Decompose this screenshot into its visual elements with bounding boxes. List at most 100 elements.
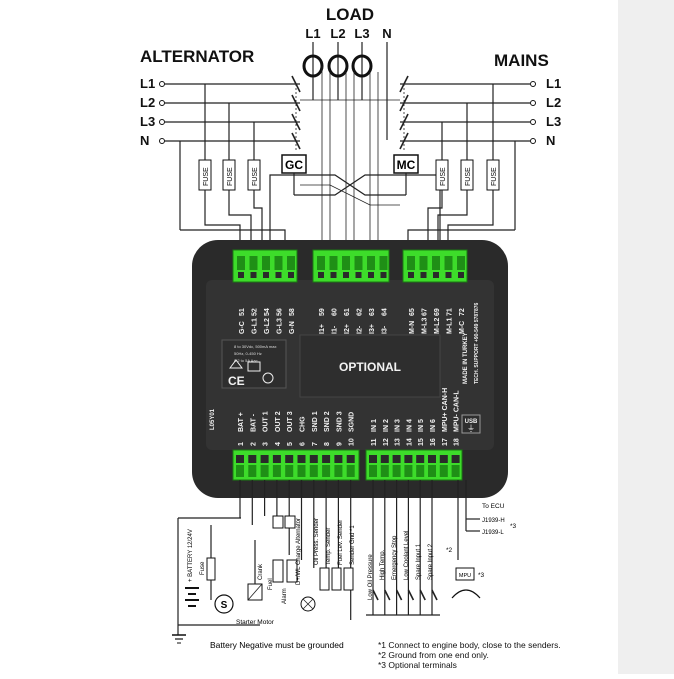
terminal-slot <box>249 256 258 270</box>
top-terminal-name: I1- <box>332 325 339 334</box>
oil-sender-label: Oil Press. Sender <box>314 518 320 565</box>
fuel-label: Fuel <box>268 578 274 590</box>
crank-label: Crank <box>258 563 264 580</box>
notes: Battery Negative must be grounded *1 Con… <box>210 640 561 670</box>
digital-inputs: Low Oil Pressure High Temp. Emergency St… <box>366 531 440 616</box>
terminal-slot <box>404 465 413 477</box>
input-label-2: High Temp. <box>380 549 386 580</box>
top-terminal-num: 59 <box>319 308 326 316</box>
terminal-slot <box>392 465 401 477</box>
top-terminal-num: 58 <box>289 308 296 316</box>
terminal-slot <box>329 256 338 270</box>
bottom-terminal-name: IN 6 <box>430 419 437 432</box>
terminal-screw <box>392 455 401 463</box>
mains-phase-l2: L2 <box>546 95 561 110</box>
load-phase-n: N <box>382 26 391 41</box>
mc-contacts <box>399 75 409 152</box>
battery-fuse-icon <box>206 557 216 581</box>
bottom-terminal-name: OUT 2 <box>275 411 282 432</box>
flywheel-icon <box>451 589 481 599</box>
bottom-terminal-name: CHG <box>300 416 307 432</box>
terminal-slot <box>380 465 389 477</box>
terminal-slot <box>297 465 306 477</box>
terminal-slot <box>416 465 425 477</box>
usb-port[interactable] <box>461 414 481 434</box>
fuel-relay-icon <box>272 559 284 583</box>
load-phase-l2: L2 <box>330 26 345 41</box>
bottom-terminal-num: 12 <box>383 438 390 446</box>
terminal-slot <box>419 256 428 270</box>
ct-wiring <box>321 66 379 248</box>
input-switch-icon <box>384 589 391 601</box>
fuse-label-2: FUSE <box>227 167 234 186</box>
load-phase-labels: L1 L2 L3 N <box>305 26 391 41</box>
terminal-screw <box>346 455 355 463</box>
terminal-slot <box>369 465 377 477</box>
terminal-slot <box>274 256 283 270</box>
top-terminal-name: G-N <box>289 321 296 334</box>
mains-phase-n: N <box>546 133 555 148</box>
terminal-screw <box>458 272 464 278</box>
terminal-screw <box>236 455 244 463</box>
input-label-1: Low Oil Pressure <box>368 554 374 600</box>
bottom-terminal-name: MPU- CAN-L <box>454 390 461 432</box>
top-terminal-name: M-L3 <box>422 318 429 334</box>
starter-motor-icon <box>214 594 234 614</box>
top-terminal-name: I2- <box>357 325 364 334</box>
mc-label: MC <box>397 158 416 172</box>
top-terminal-labels: 51G-C52G-L154G-L256G-L358G-N59I1+60I1-61… <box>239 308 466 334</box>
terminal-screw <box>297 455 306 463</box>
terminal-screw <box>404 455 413 463</box>
top-terminal-name: M-C <box>459 321 466 334</box>
terminal-slot <box>285 465 294 477</box>
fuses-right: FUSE FUSE FUSE <box>407 84 516 248</box>
fuse-label-5: FUSE <box>465 167 472 186</box>
temp-sender-icon <box>331 567 342 591</box>
svg-text:S: S <box>221 600 228 611</box>
bottom-terminal-name: SGND <box>349 412 356 432</box>
top-terminal-num: 60 <box>332 308 339 316</box>
fuel-sender-icon <box>343 567 354 591</box>
terminal-slot <box>439 465 448 477</box>
top-terminal-num: 72 <box>459 308 466 316</box>
alt-phase-l2: L2 <box>140 95 155 110</box>
bottom-terminal-num: 1 <box>238 442 245 446</box>
terminal-slot <box>334 465 343 477</box>
bottom-terminal-num: 18 <box>454 438 461 446</box>
bottom-terminal-num: 6 <box>300 442 307 446</box>
terminal-slot <box>260 465 269 477</box>
bottom-terminal-name: OUT 3 <box>287 411 294 432</box>
bottom-terminal-slots <box>236 455 460 477</box>
top-terminal-num: 71 <box>447 308 454 316</box>
top-terminal-name: I2+ <box>344 324 351 334</box>
ehv-icon <box>247 361 261 372</box>
load-phase-l3: L3 <box>354 26 369 41</box>
terminal-screw <box>250 272 257 278</box>
terminal-screw <box>309 455 318 463</box>
input-label-5: Spare Input 1 <box>416 543 422 580</box>
terminal-screw <box>238 272 244 278</box>
top-terminal-num: 62 <box>357 308 364 316</box>
temp-sender-label: Temp. Sender <box>326 528 332 565</box>
ce-mark: CE <box>228 374 245 388</box>
terminal-slot <box>407 256 415 270</box>
terminal-slot <box>317 256 325 270</box>
usb-label: USB <box>465 419 478 425</box>
controller-module: 51G-C52G-L154G-L256G-L358G-N59I1+60I1-61… <box>192 240 508 498</box>
terminal-screw <box>248 455 257 463</box>
bottom-terminal-name: SND 3 <box>336 411 343 432</box>
terminal-screw <box>272 455 281 463</box>
terminal-screw <box>433 272 439 278</box>
mains-phase-labels: L1 L2 L3 N <box>546 76 561 148</box>
top-terminal-num: 63 <box>369 308 376 316</box>
top-terminal-slots <box>237 256 465 278</box>
terminal-screw <box>439 455 448 463</box>
input-label-4: Low Coolant Level <box>404 531 410 580</box>
bottom-terminal-name: SND 2 <box>324 411 331 432</box>
terminal-slot <box>444 256 453 270</box>
note-1: *1 Connect to engine body, close to the … <box>378 640 561 650</box>
terminal-slot <box>379 256 388 270</box>
bottom-terminal-name: BAT + <box>238 412 245 432</box>
terminal-screw <box>380 272 387 278</box>
